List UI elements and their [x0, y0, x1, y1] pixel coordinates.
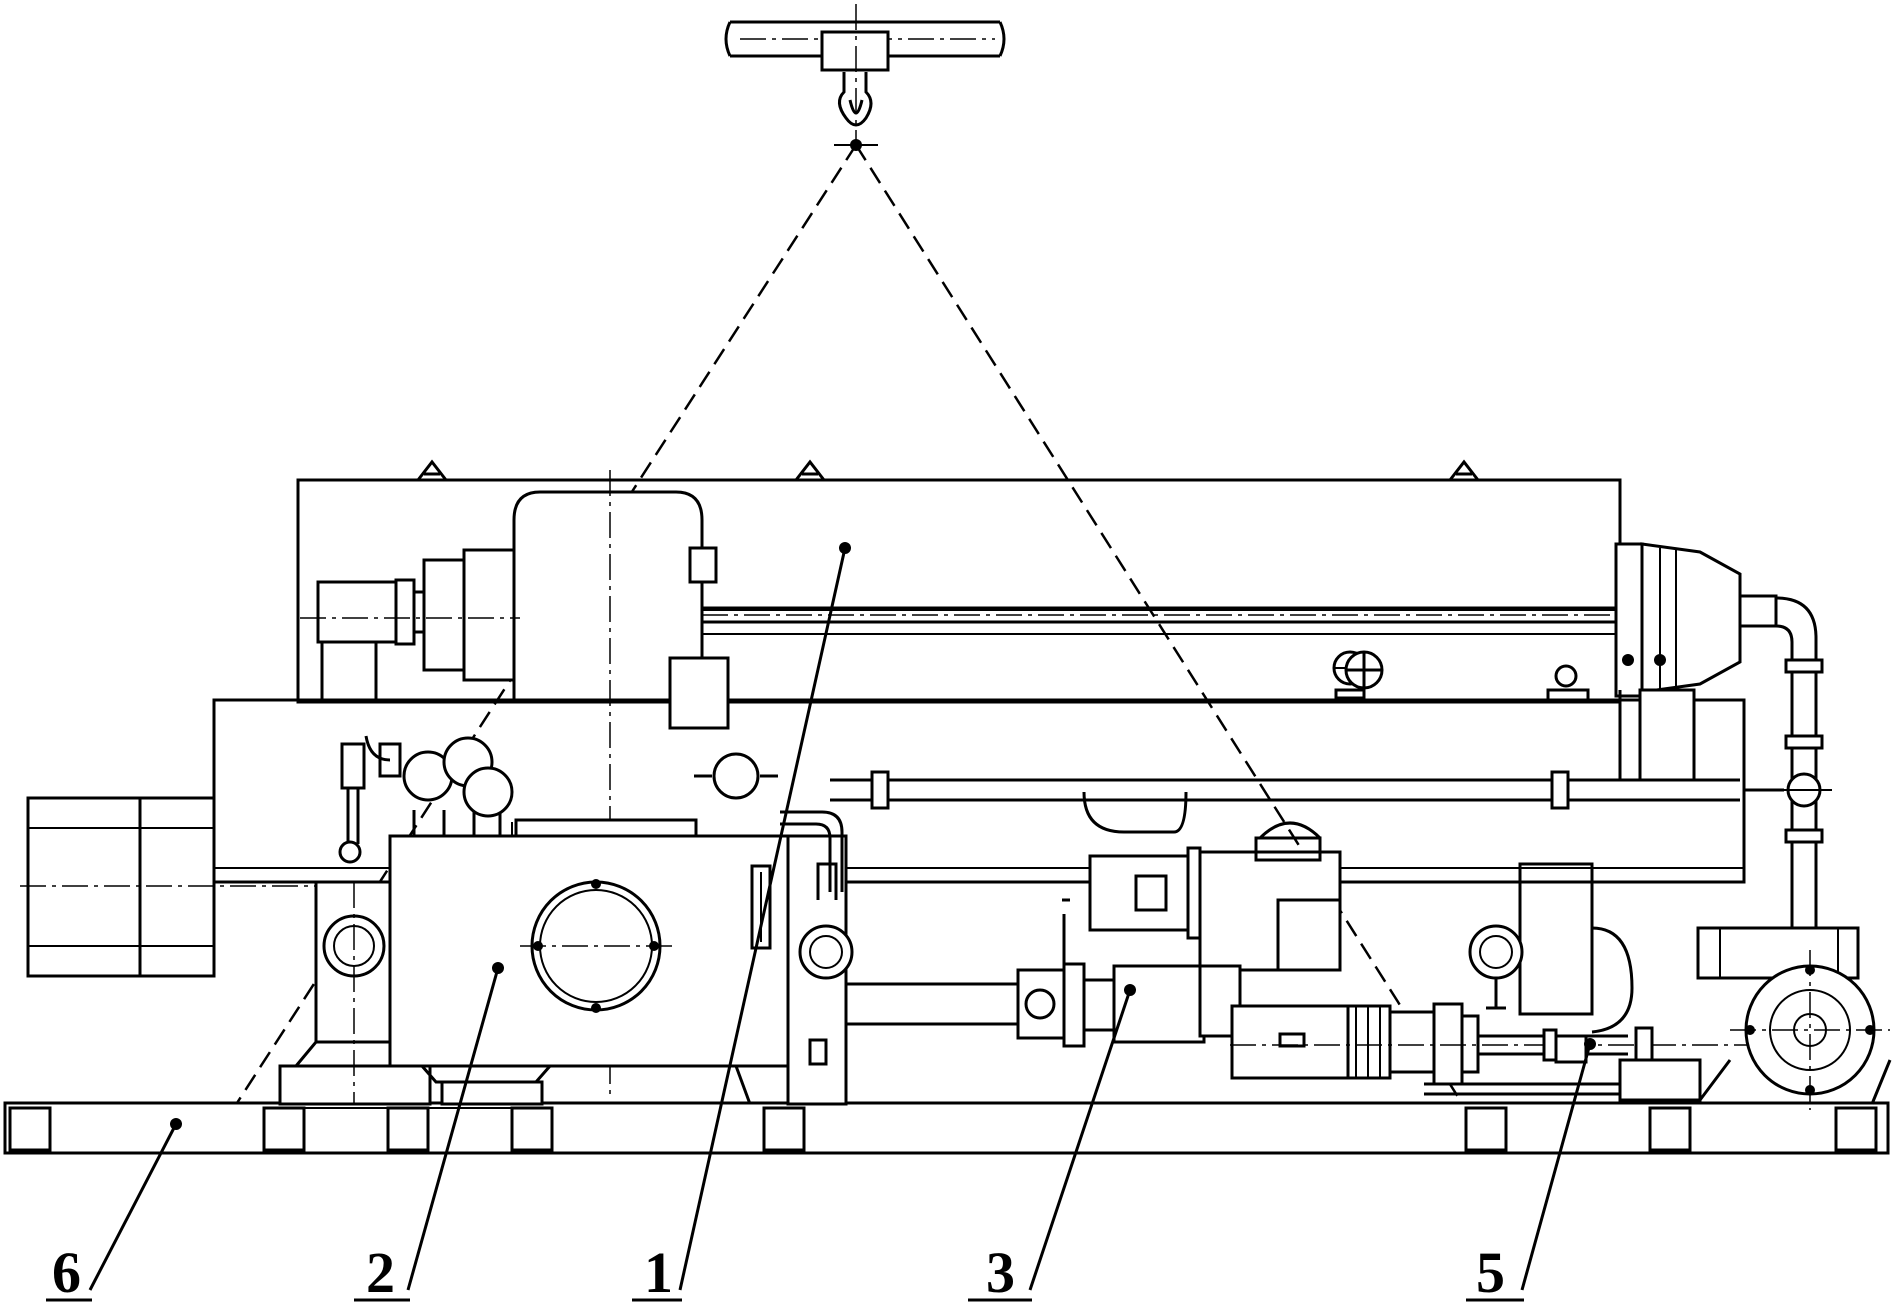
top-right-flange [1614, 542, 1778, 698]
right-piping [1620, 596, 1832, 928]
crane-trolley [724, 4, 1006, 150]
upper-right-valve [1344, 650, 1590, 702]
drive-motor-assembly [1230, 1002, 1760, 1102]
right-pump-housing [1696, 926, 1892, 1110]
pump-casing [1468, 862, 1634, 1064]
main-reservoir [388, 818, 790, 1106]
callout-2: 2 [366, 1240, 395, 1305]
gear-pump-cluster [364, 735, 514, 846]
leader-lines [46, 542, 1596, 1302]
callout-5: 5 [1476, 1240, 1505, 1305]
left-support [278, 742, 432, 1106]
callout-6: 6 [52, 1240, 81, 1305]
reservoir-side-fittings [694, 752, 854, 1106]
callout-1: 1 [644, 1240, 673, 1305]
base-frame-blocks [8, 1106, 1878, 1152]
left-motor [20, 796, 460, 978]
top-shaft [702, 606, 1640, 700]
filter-pump-assembly [844, 821, 1342, 1048]
base-frame [3, 1101, 1890, 1155]
lifting-lugs [416, 459, 1480, 481]
top-left-coupling [300, 548, 520, 702]
callout-3: 3 [986, 1240, 1015, 1305]
callout-labels: 6 2 1 3 5 [52, 1240, 1505, 1305]
crane-hook [834, 72, 878, 151]
middle-pipe [830, 690, 1642, 834]
